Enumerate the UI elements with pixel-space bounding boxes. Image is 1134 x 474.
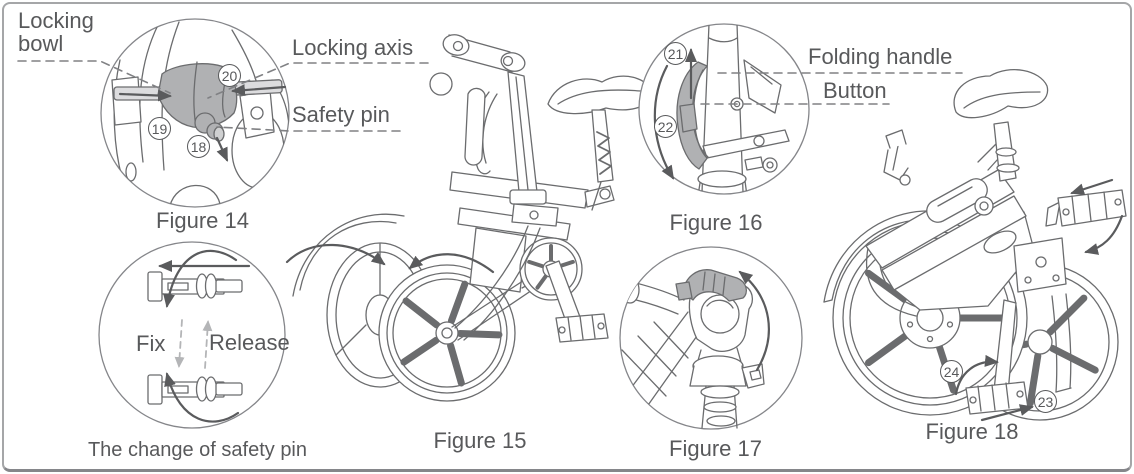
pedal-fold-arrow-bottom <box>980 404 1034 422</box>
saddle-and-seatpost-folded <box>953 69 1049 182</box>
frame-beams <box>449 171 615 341</box>
folding-handle-part <box>676 61 709 170</box>
crank-and-bottom-pedal <box>965 299 1029 415</box>
rotate-release-arrow <box>164 372 240 423</box>
callout-22: 22 <box>654 115 677 138</box>
folded-handlebar-stem <box>429 34 559 341</box>
figure-16-caption: Figure 16 <box>669 210 763 235</box>
crank-and-pedal <box>519 237 609 343</box>
upper-pedal <box>1045 189 1127 227</box>
axis-insert-arrow-left <box>118 89 172 102</box>
callout-24: 24 <box>940 360 963 383</box>
locking-bowl-leader <box>17 60 171 94</box>
figure-16-drawing <box>638 23 963 195</box>
safety-pin-change-drawing <box>98 241 286 429</box>
figure-18-caption: Figure 18 <box>925 419 1019 444</box>
locking-bowl-label: Locking bowl <box>18 8 94 57</box>
hinge-base <box>689 347 765 429</box>
kickstand <box>1051 293 1072 393</box>
fender-arc <box>299 220 397 291</box>
locking-axis-leader <box>207 62 429 99</box>
pin-down-arrow <box>215 136 229 162</box>
pin-bottom <box>147 374 243 405</box>
callout-23: 23 <box>1034 390 1057 413</box>
locking-axis-label: Locking axis <box>292 35 414 60</box>
folded-frame-body <box>865 129 1067 311</box>
fix-direction-arrow <box>174 319 185 368</box>
rotate-fix-arrow <box>163 249 238 308</box>
pedal-fold-arrow-top <box>1070 178 1114 195</box>
callout-19: 19 <box>148 117 171 140</box>
hinge-rotate-arrow <box>738 270 770 372</box>
figure-17-caption: Figure 17 <box>669 436 762 461</box>
fix-label: Fix <box>136 331 166 356</box>
axis-insert-arrow-right <box>231 84 287 97</box>
pedal-rotate-arrow-bottom <box>954 354 999 396</box>
callout-20: 20 <box>218 64 241 87</box>
safety-pin-change-caption: The change of safety pin <box>87 439 308 461</box>
hinge-clamp-part <box>675 269 748 302</box>
folding-handle-label: Folding handle <box>808 44 953 69</box>
figure-18-drawing <box>823 69 1127 422</box>
fold-direction-arrow-right <box>408 253 495 274</box>
callout-18: 18 <box>187 135 210 158</box>
pedal-rotate-arrow-top <box>1084 214 1124 255</box>
figure-14-drawing <box>17 18 429 208</box>
release-direction-arrow <box>202 320 213 369</box>
button-label: Button <box>823 78 887 103</box>
figure-15-caption: Figure 15 <box>433 428 527 453</box>
saddle-and-seatpost <box>547 75 653 211</box>
fold-direction-arrow-left <box>285 243 386 266</box>
figure-17-drawing <box>619 246 803 430</box>
figure-15-drawing <box>285 34 653 402</box>
figure-14-caption: Figure 14 <box>156 208 249 233</box>
pin-top <box>147 271 243 302</box>
safety-pin-leader <box>216 126 401 132</box>
callout-21: 21 <box>664 42 687 65</box>
rear-wheel <box>378 264 516 402</box>
release-label: Release <box>209 330 290 355</box>
safety-pin-label: Safety pin <box>292 102 390 127</box>
